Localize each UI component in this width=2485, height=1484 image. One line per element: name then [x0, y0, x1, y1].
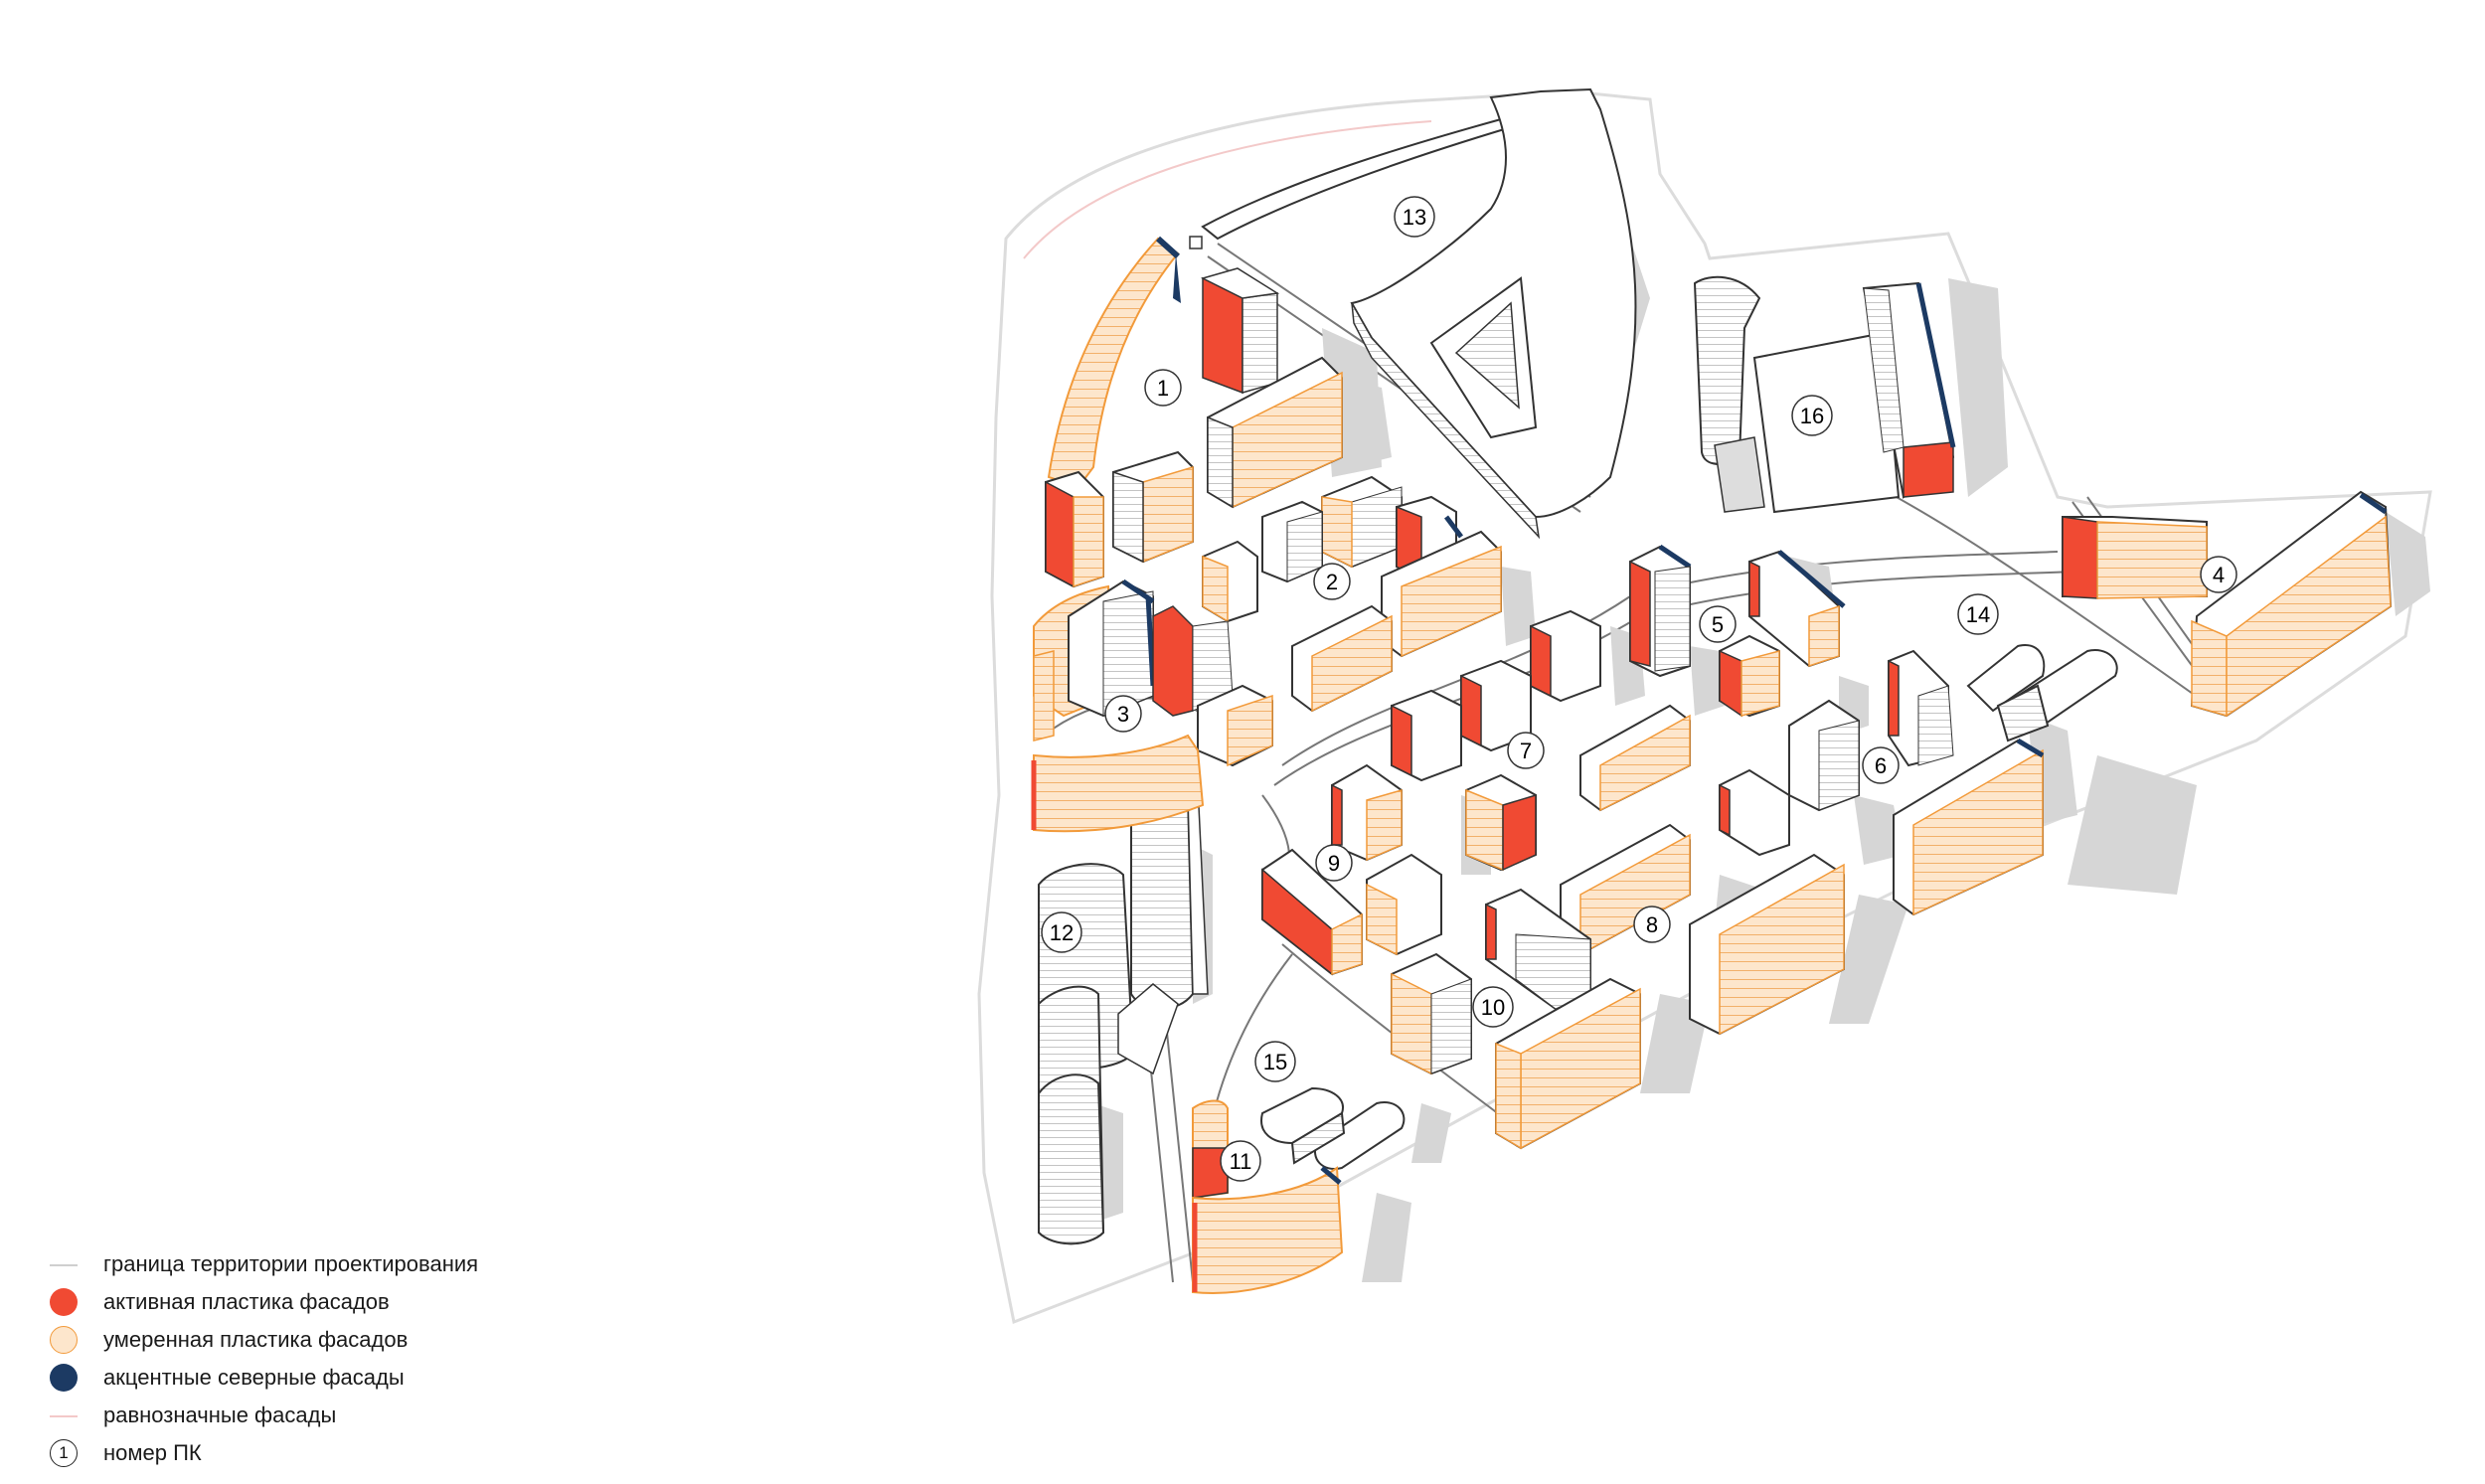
legend-item-equal: равнозначные фасады — [48, 1396, 644, 1433]
legend-label: активная пластика фасадов — [103, 1289, 390, 1314]
active-dot-icon — [50, 1288, 78, 1316]
svg-text:3: 3 — [1117, 702, 1129, 727]
svg-text:13: 13 — [1403, 205, 1426, 230]
label-9: 9 — [1315, 844, 1353, 882]
block-6-buildings — [1788, 649, 2045, 916]
svg-text:1: 1 — [1157, 376, 1169, 401]
number-circle-icon: 1 — [50, 1439, 78, 1467]
label-5: 5 — [1699, 605, 1737, 643]
block-16-buildings — [1693, 275, 1956, 514]
equal-line-icon — [50, 1415, 78, 1417]
legend-label: номер ПК — [103, 1440, 202, 1465]
legend-item-north: акцентные северные фасады — [48, 1358, 644, 1396]
label-12: 12 — [1041, 911, 1082, 953]
svg-text:15: 15 — [1263, 1050, 1287, 1074]
block-11-buildings — [1192, 1099, 1344, 1294]
north-dot-icon — [50, 1364, 78, 1392]
svg-text:7: 7 — [1520, 739, 1532, 763]
legend-item-number: 1 номер ПК — [48, 1433, 644, 1471]
legend-label: акцентные северные фасады — [103, 1365, 405, 1390]
label-16: 16 — [1791, 395, 1833, 436]
svg-text:6: 6 — [1875, 753, 1887, 778]
legend-item-boundary: граница территории проектирования — [48, 1244, 644, 1282]
svg-text:8: 8 — [1646, 912, 1658, 937]
svg-text:12: 12 — [1050, 920, 1074, 945]
block-number-labels: 1 2 3 4 5 6 7 8 9 10 11 12 13 14 15 16 — [1041, 196, 2237, 1182]
svg-text:4: 4 — [2213, 563, 2225, 587]
moderate-dot-icon — [50, 1326, 78, 1354]
legend-item-active: активная пластика фасадов — [48, 1282, 644, 1320]
block-3-buildings — [1031, 578, 1273, 833]
block-12-towers — [1038, 779, 1209, 1245]
legend-label: граница территории проектирования — [103, 1251, 479, 1276]
legend-item-moderate: умеренная пластика фасадов — [48, 1320, 644, 1358]
label-14: 14 — [1957, 593, 1999, 635]
label-2: 2 — [1313, 563, 1351, 600]
legend: граница территории проектирования активн… — [48, 1244, 644, 1471]
label-4: 4 — [2200, 556, 2237, 593]
block-9-buildings — [1261, 763, 1442, 976]
svg-text:14: 14 — [1966, 602, 1990, 627]
block-15-buildings — [1260, 1086, 1406, 1170]
label-3: 3 — [1104, 695, 1142, 733]
block-1-buildings — [1045, 236, 1343, 588]
label-11: 11 — [1220, 1140, 1261, 1182]
block-2-buildings — [1202, 475, 1502, 713]
block-14-buildings — [1966, 644, 2118, 742]
svg-text:9: 9 — [1328, 851, 1340, 876]
label-6: 6 — [1862, 746, 1900, 784]
svg-text:10: 10 — [1481, 995, 1505, 1020]
svg-text:2: 2 — [1326, 570, 1338, 594]
label-8: 8 — [1633, 906, 1671, 943]
block-4-buildings — [2062, 490, 2393, 718]
block-10-buildings — [1391, 888, 1641, 1150]
legend-label: равнозначные фасады — [103, 1402, 337, 1427]
label-10: 10 — [1472, 986, 1514, 1028]
svg-text:11: 11 — [1230, 1149, 1252, 1174]
boundary-line-icon — [50, 1264, 78, 1266]
legend-label: умеренная пластика фасадов — [103, 1327, 409, 1352]
label-1: 1 — [1144, 369, 1182, 407]
svg-text:16: 16 — [1800, 404, 1824, 428]
territory-boundary — [977, 89, 2432, 1325]
label-7: 7 — [1507, 732, 1545, 769]
block-7-buildings — [1391, 609, 1691, 872]
label-15: 15 — [1254, 1041, 1296, 1082]
svg-text:5: 5 — [1712, 612, 1724, 637]
block-13-buildings — [1189, 87, 1637, 540]
block-5-buildings — [1629, 544, 1846, 718]
label-13: 13 — [1394, 196, 1435, 238]
